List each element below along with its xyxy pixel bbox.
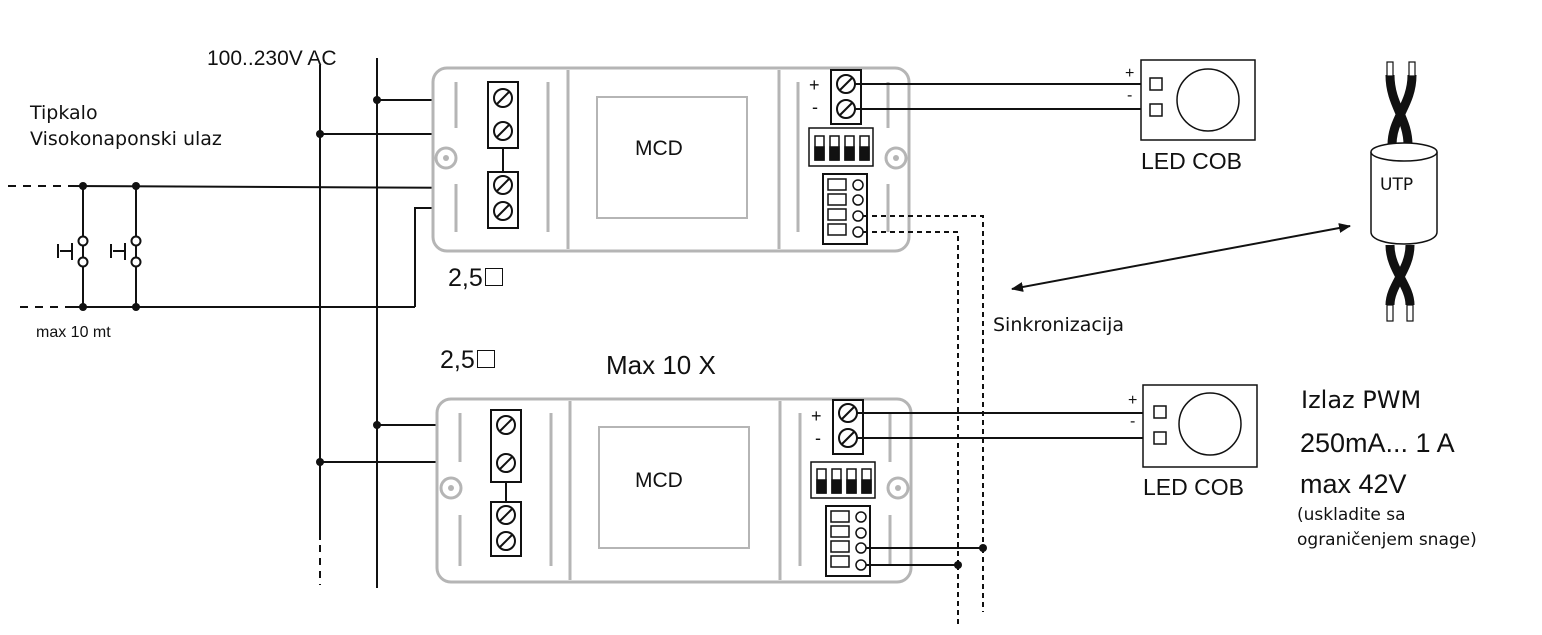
utp-cable-icon [1370,61,1438,322]
square-mm-icon [484,268,503,286]
square-mm-icon [476,350,495,368]
led-cob-2 [1142,384,1258,468]
junction-dots-mains [316,96,381,466]
led-cob-1 [1140,59,1256,141]
plus-sign: + [811,406,822,426]
sync-connector [822,173,868,245]
wire-cross-section-label-1: 2,5 [448,266,503,291]
output-title: Izlaz PWM [1301,386,1422,414]
minus-sign: - [1127,87,1133,104]
output-current: 250mA... 1 A [1300,428,1455,458]
sync-label: Sinkronizacija [993,314,1124,336]
button-label-line1: Tipkalo [30,102,98,124]
wire-cross-section-value-2: 2,5 [440,346,475,374]
output-note-line2: ograničenjem snage) [1297,530,1477,550]
junction-dots-sync [954,544,987,569]
dip-switch [808,127,874,167]
push-button-icon [57,235,89,268]
minus-sign: - [812,97,818,117]
button-label-line2: Visokonaponski ulaz [30,128,222,150]
dip-switch [810,461,876,499]
output-terminal-block [832,399,864,455]
max-units-label: Max 10 X [606,350,716,380]
plus-sign: + [809,75,820,95]
output-note-line1: (uskladite sa [1297,505,1406,525]
max-distance-label: max 10 mt [36,324,111,341]
junction-dots-buttons [79,182,140,311]
minus-sign: - [815,428,821,448]
plus-sign: + [1125,65,1135,82]
sync-connector [825,505,871,577]
push-button-circuit [8,185,499,308]
led-1-label: LED COB [1141,148,1242,174]
sync-arrow [1011,223,1351,292]
push-button-icon [110,235,142,268]
driver-1 [431,66,911,253]
driver-2 [435,397,913,584]
supply-label: 100..230V AC [207,47,337,70]
driver-1-label: MCD [635,137,683,160]
led-wiring [855,83,1155,439]
minus-sign: - [1130,413,1136,430]
wire-cross-section-value-1: 2,5 [448,264,483,292]
input-terminal-block [490,409,522,557]
utp-label: UTP [1380,175,1414,195]
led-2-label: LED COB [1143,474,1244,500]
output-terminal-block [830,69,862,125]
wire-cross-section-label-2: 2,5 [440,348,495,373]
driver-2-label: MCD [635,469,683,492]
output-voltage: max 42V [1300,469,1407,499]
plus-sign: + [1128,392,1138,409]
sync-wiring [863,215,984,628]
input-terminal-block [487,81,519,229]
mains-bus [319,58,378,588]
